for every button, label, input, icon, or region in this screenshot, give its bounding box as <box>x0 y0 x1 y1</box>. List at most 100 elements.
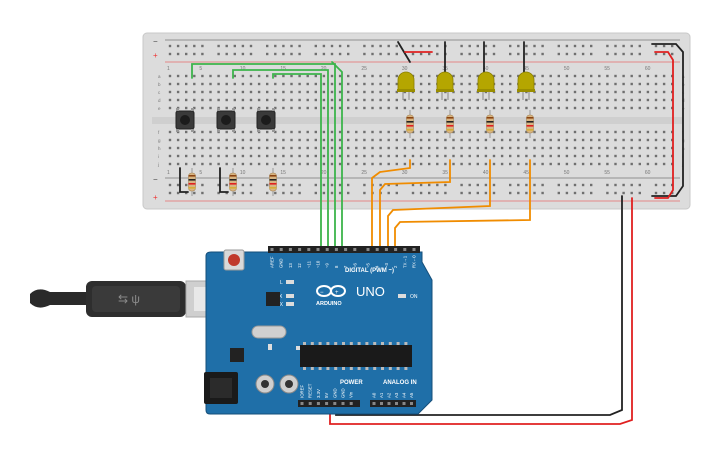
digital-pin-label: ~9 <box>325 262 330 268</box>
black-jumper-1 <box>397 41 411 63</box>
column-number-top: 15 <box>280 66 286 72</box>
analog-pin-label: A3 <box>394 392 399 398</box>
orange-wires <box>371 159 531 253</box>
column-number-bottom: 40 <box>483 170 489 176</box>
on-label: ON <box>410 294 418 300</box>
rail-minus-top: − <box>153 37 158 46</box>
column-number-bottom: 1 <box>167 170 170 176</box>
pushbutton[interactable] <box>216 108 236 132</box>
rail-minus-bottom: − <box>153 175 158 184</box>
orange-wire-3 <box>387 159 491 253</box>
analog-pin-label: A4 <box>402 392 407 398</box>
l-label: L <box>280 280 283 286</box>
digital-pin-label: ~6 <box>352 262 357 268</box>
pushbutton[interactable] <box>175 108 195 132</box>
button-ground-2 <box>219 167 229 193</box>
svg-text:−: − <box>320 290 324 296</box>
board-outline <box>205 251 433 415</box>
column-number-top: 25 <box>361 66 367 72</box>
row-letter: f <box>158 130 160 135</box>
power-pin-label: IOREF <box>300 384 305 398</box>
digital-pin-label: 8 <box>334 265 339 268</box>
row-letter: c <box>158 90 161 95</box>
l-led <box>286 280 294 284</box>
digital-pin-label: 7 <box>343 265 348 268</box>
row-letter: a <box>158 74 161 79</box>
analog-pin-label: A1 <box>379 392 384 398</box>
power-pin-label: GND <box>341 388 346 398</box>
digital-pin-label: 2 <box>393 265 398 268</box>
row-letter: e <box>158 106 161 111</box>
row-letter: h <box>158 146 161 151</box>
usb-cable: ⇆ ψ <box>30 280 229 318</box>
column-number-top: 45 <box>523 66 529 72</box>
digital-pin-label: TX→1 <box>402 255 407 268</box>
usb-icon: ⇆ ψ <box>118 292 140 306</box>
digital-pin-label: 13 <box>288 263 293 268</box>
digital-pin-label: 4 <box>375 265 380 268</box>
svg-text:+: + <box>335 290 339 296</box>
column-number-top: 55 <box>604 66 610 72</box>
atmega-chip <box>300 345 412 367</box>
row-letter: j <box>681 162 683 167</box>
resistor <box>406 110 414 138</box>
orange-wire-1 <box>371 159 411 253</box>
column-number-bottom: 20 <box>321 170 327 176</box>
column-number-top: 5 <box>199 66 202 72</box>
column-number-bottom: 45 <box>523 170 529 176</box>
rail-red-right <box>654 51 674 199</box>
brand-label: ARDUINO <box>316 301 342 307</box>
analog-pin-label: A5 <box>409 392 414 398</box>
power-pin-label: Vin <box>349 391 354 398</box>
led <box>436 71 454 100</box>
bottom-pinholes <box>300 402 413 405</box>
digital-label: DIGITAL (PWM ~) <box>345 268 394 274</box>
row-letter: b <box>158 82 161 87</box>
analog-header <box>370 400 416 407</box>
column-number-bottom: 50 <box>564 170 570 176</box>
led <box>517 71 535 100</box>
green-wire-4 <box>331 61 343 253</box>
resistor <box>229 168 237 196</box>
button-group <box>175 108 276 132</box>
resistor <box>486 110 494 138</box>
digital-pin-label: ~3 <box>384 262 389 268</box>
chip-legs <box>303 342 408 370</box>
usb-chip <box>266 292 280 306</box>
orange-wire-2 <box>379 159 451 253</box>
digital-pin-label: ~5 <box>366 262 371 268</box>
row-letter: g <box>158 138 161 143</box>
digital-pin-label: 12 <box>297 263 302 268</box>
resistor <box>446 110 454 138</box>
rail-plus-bottom: + <box>153 193 158 202</box>
row-letter: d <box>158 98 161 103</box>
digital-pin-label: ~11 <box>306 260 311 268</box>
resistor-group <box>188 110 534 196</box>
analog-pin-label: A2 <box>387 392 392 398</box>
led-group <box>397 71 535 100</box>
column-number-bottom: 25 <box>361 170 367 176</box>
green-wire-1 <box>191 63 336 253</box>
column-number-top: 1 <box>167 66 170 72</box>
rx-led <box>286 302 294 306</box>
column-number-bottom: 60 <box>645 170 651 176</box>
pushbutton[interactable] <box>256 108 276 132</box>
orange-wire-4 <box>394 159 531 253</box>
column-number-top: 20 <box>321 66 327 72</box>
column-number-bottom: 10 <box>240 170 246 176</box>
power-header <box>298 400 360 407</box>
led <box>477 71 495 100</box>
analog-pin-label: A0 <box>372 392 377 398</box>
resistor <box>526 110 534 138</box>
button-ground-1 <box>179 167 189 193</box>
column-number-bottom: 30 <box>402 170 408 176</box>
digital-pin-label: ~10 <box>316 260 321 268</box>
column-number-top: 50 <box>564 66 570 72</box>
analog-label: ANALOG IN <box>383 380 417 386</box>
column-number-bottom: 5 <box>199 170 202 176</box>
digital-pin-label: GND <box>279 258 284 268</box>
digital-pin-label: AREF <box>270 256 275 268</box>
tx-led <box>286 294 294 298</box>
voltage-regulator <box>230 348 244 362</box>
